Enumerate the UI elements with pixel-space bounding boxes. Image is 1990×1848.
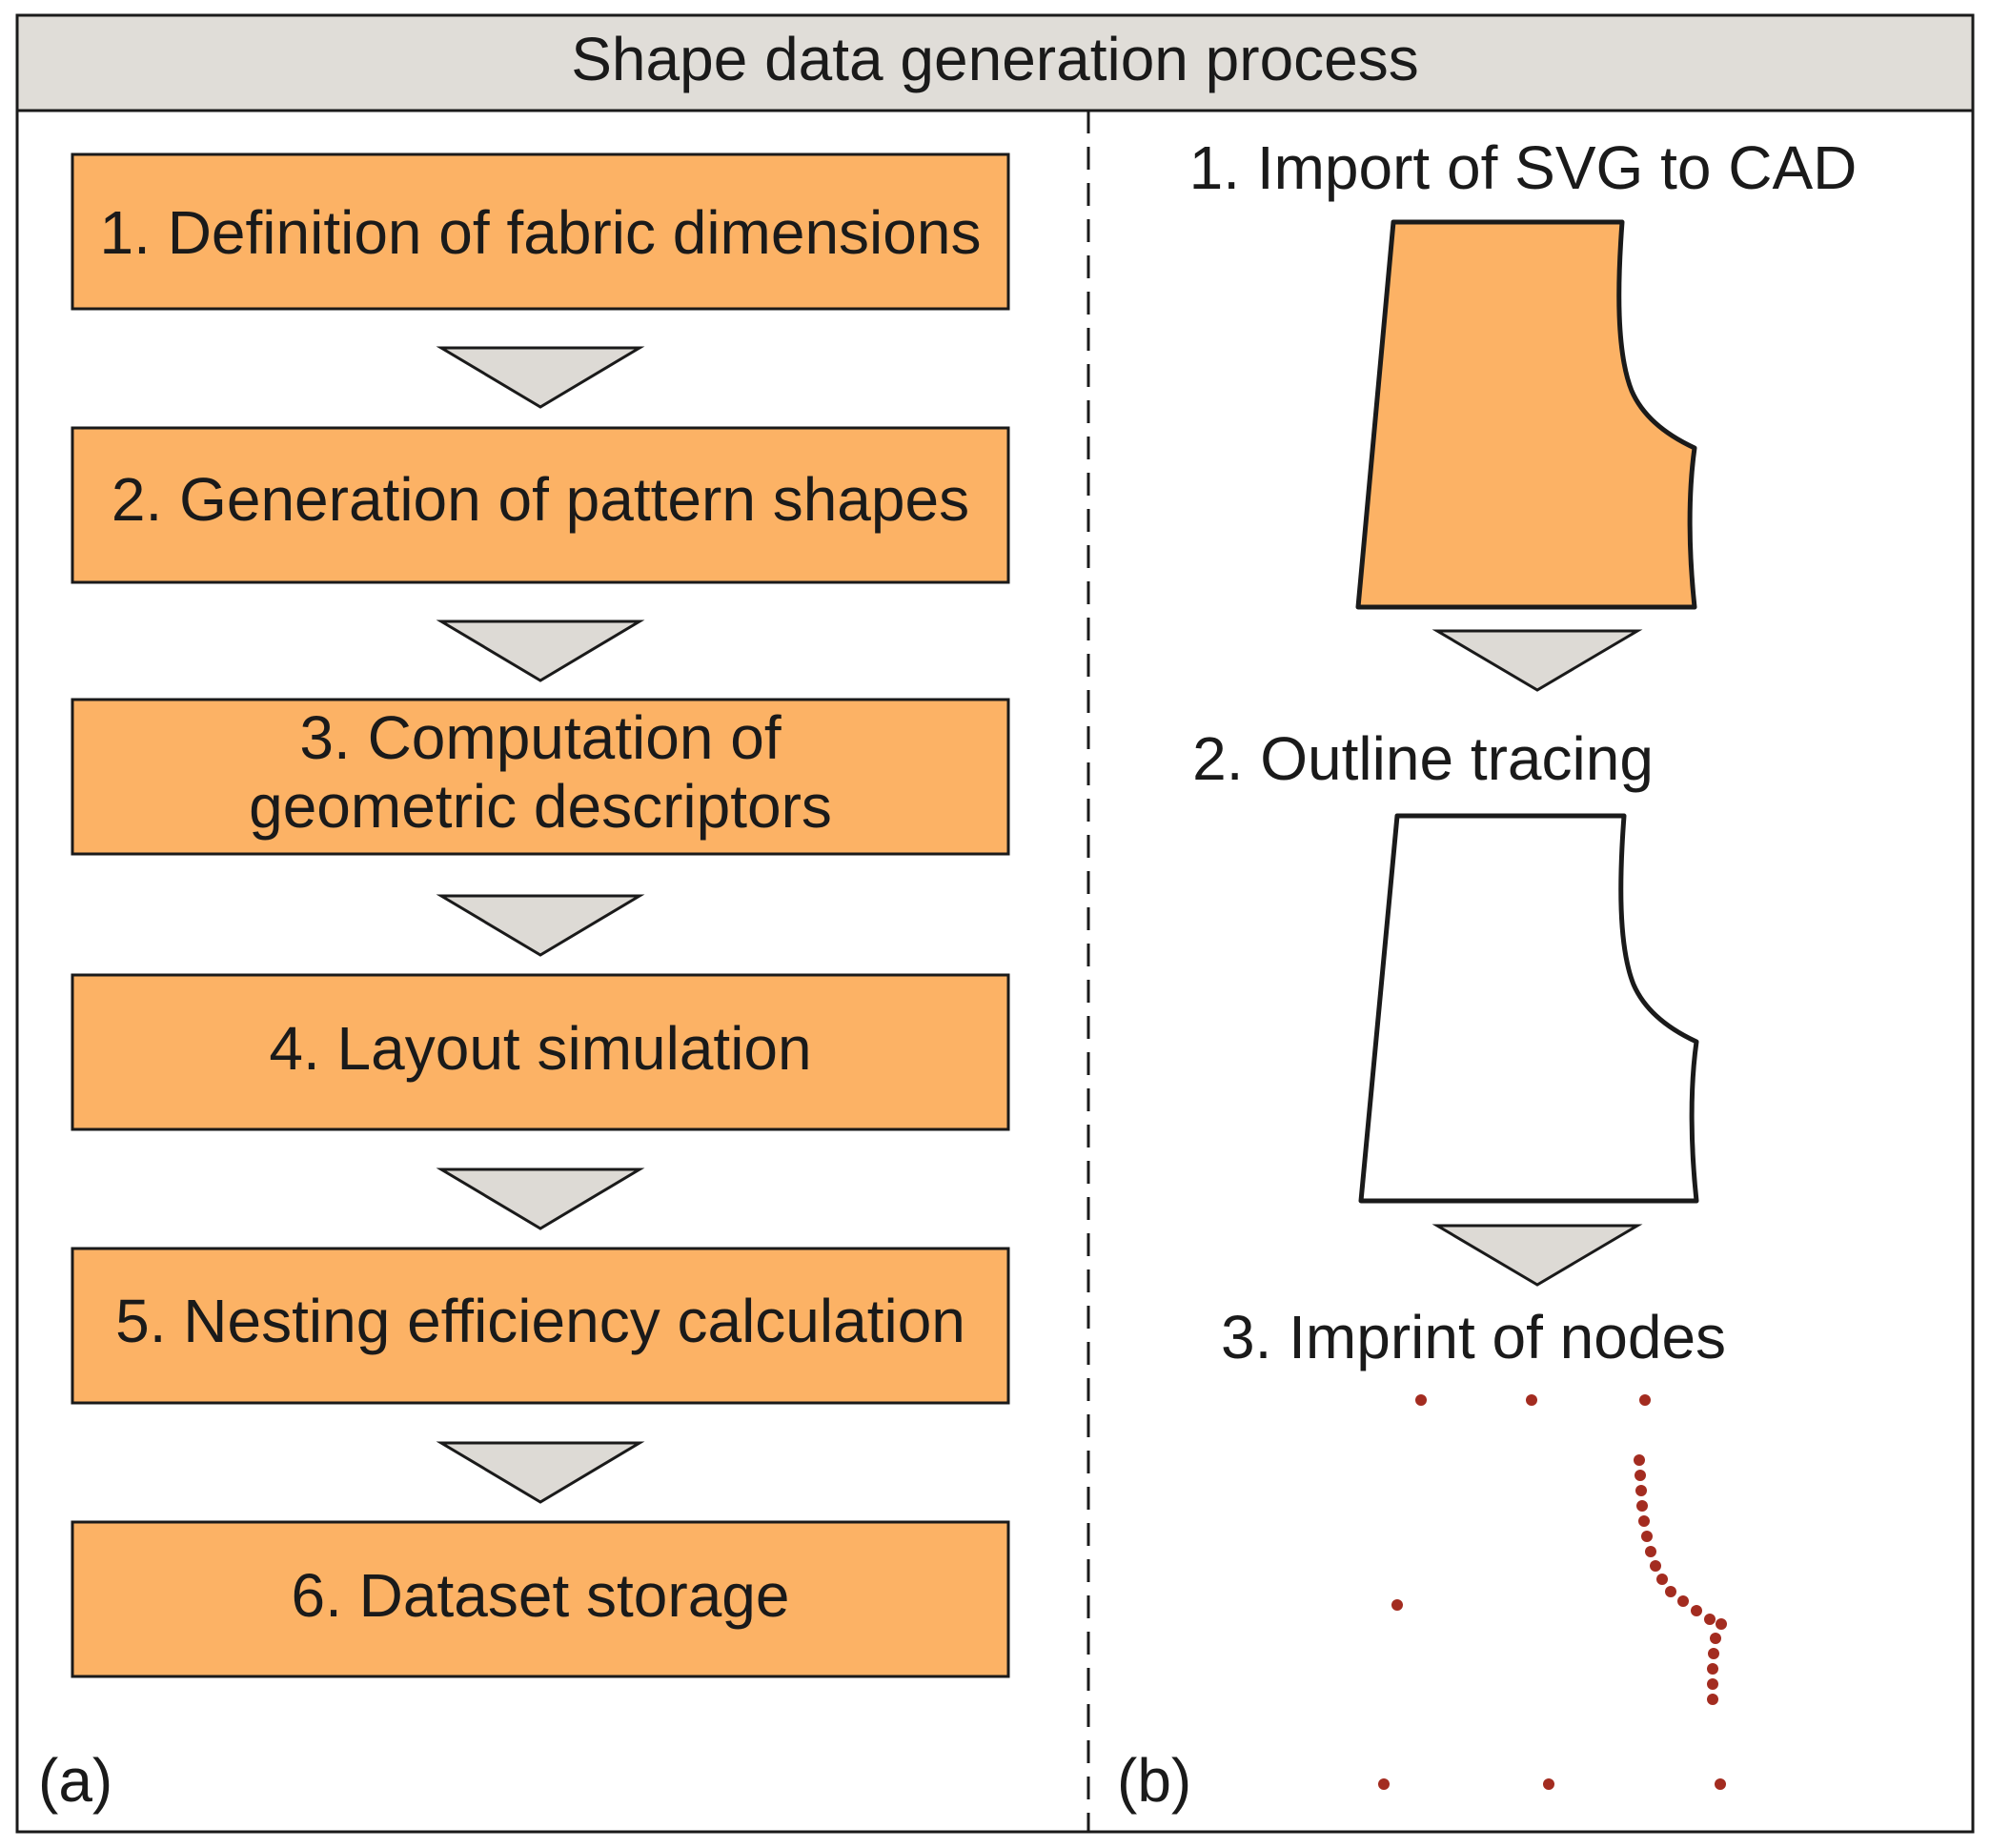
import-svg-label: 1. Import of SVG to CAD bbox=[1189, 133, 1858, 202]
node-point bbox=[1665, 1586, 1676, 1597]
node-point bbox=[1656, 1574, 1668, 1585]
node-point bbox=[1708, 1648, 1719, 1659]
node-point bbox=[1715, 1778, 1726, 1790]
step-1-text: 1. Definition of fabric dimensions bbox=[100, 198, 982, 267]
step-2-text: 2. Generation of pattern shapes bbox=[112, 465, 969, 534]
step-box-4: 4. Layout simulation bbox=[71, 973, 1010, 1131]
arrow-down-b1 bbox=[1432, 629, 1643, 692]
step-box-1: 1. Definition of fabric dimensions bbox=[71, 152, 1010, 311]
node-point bbox=[1391, 1599, 1403, 1611]
node-point bbox=[1378, 1778, 1390, 1790]
node-point bbox=[1707, 1663, 1718, 1675]
node-point bbox=[1691, 1605, 1702, 1616]
node-point bbox=[1707, 1678, 1718, 1690]
node-point bbox=[1635, 1485, 1647, 1496]
step-3-text-line-2: geometric descriptors bbox=[249, 772, 832, 841]
step-5-text: 5. Nesting efficiency calculation bbox=[115, 1287, 965, 1355]
panel-b-label: (b) bbox=[1117, 1746, 1191, 1815]
arrow-down-b2 bbox=[1432, 1224, 1643, 1287]
step-box-5: 5. Nesting efficiency calculation bbox=[71, 1247, 1010, 1405]
figure-title: Shape data generation process bbox=[571, 25, 1419, 93]
node-point bbox=[1704, 1614, 1716, 1625]
node-point bbox=[1650, 1560, 1661, 1572]
step-box-3: 3. Computation of geometric descriptors bbox=[71, 698, 1010, 856]
step-box-6: 6. Dataset storage bbox=[71, 1520, 1010, 1678]
node-point bbox=[1526, 1394, 1537, 1406]
node-point bbox=[1638, 1515, 1650, 1527]
node-point bbox=[1707, 1694, 1718, 1705]
node-point bbox=[1639, 1394, 1651, 1406]
arrow-down-5 bbox=[436, 1441, 645, 1504]
panel-a-label: (a) bbox=[38, 1746, 112, 1815]
step-box-1-rect bbox=[71, 152, 1010, 311]
panel-b-shape-process: 1. Import of SVG to CAD 2. Outline traci… bbox=[1117, 133, 1857, 1815]
node-point bbox=[1710, 1633, 1721, 1644]
node-point bbox=[1634, 1454, 1645, 1466]
imprint-nodes-label: 3. Imprint of nodes bbox=[1221, 1303, 1726, 1371]
panel-a-flowchart: 1. Definition of fabric dimensions 2. Ge… bbox=[38, 152, 1010, 1815]
step-box-6-rect bbox=[71, 1520, 1010, 1678]
arrow-down-2 bbox=[436, 619, 645, 682]
step-3-text-line-1: 3. Computation of bbox=[299, 703, 781, 772]
step-box-2-rect bbox=[71, 426, 1010, 584]
node-point bbox=[1636, 1500, 1648, 1512]
node-point bbox=[1716, 1618, 1727, 1630]
step-box-5-rect bbox=[71, 1247, 1010, 1405]
node-point bbox=[1641, 1531, 1653, 1542]
step-box-3-rect bbox=[71, 698, 1010, 856]
node-point bbox=[1645, 1546, 1656, 1557]
arrow-down-1 bbox=[436, 346, 645, 409]
outline-pattern-shape bbox=[1358, 813, 1699, 1204]
node-points bbox=[1378, 1394, 1727, 1790]
filled-pattern-shape bbox=[1355, 219, 1697, 610]
header-bar bbox=[15, 13, 1975, 112]
node-point bbox=[1677, 1595, 1689, 1607]
step-box-4-rect bbox=[71, 973, 1010, 1131]
node-point bbox=[1635, 1470, 1646, 1481]
node-point bbox=[1415, 1394, 1427, 1406]
step-4-text: 4. Layout simulation bbox=[269, 1014, 811, 1083]
arrow-down-4 bbox=[436, 1168, 645, 1230]
node-point bbox=[1543, 1778, 1554, 1790]
arrow-down-3 bbox=[436, 894, 645, 957]
step-box-2: 2. Generation of pattern shapes bbox=[71, 426, 1010, 584]
outline-tracing-label: 2. Outline tracing bbox=[1192, 724, 1654, 793]
step-6-text: 6. Dataset storage bbox=[292, 1561, 790, 1630]
